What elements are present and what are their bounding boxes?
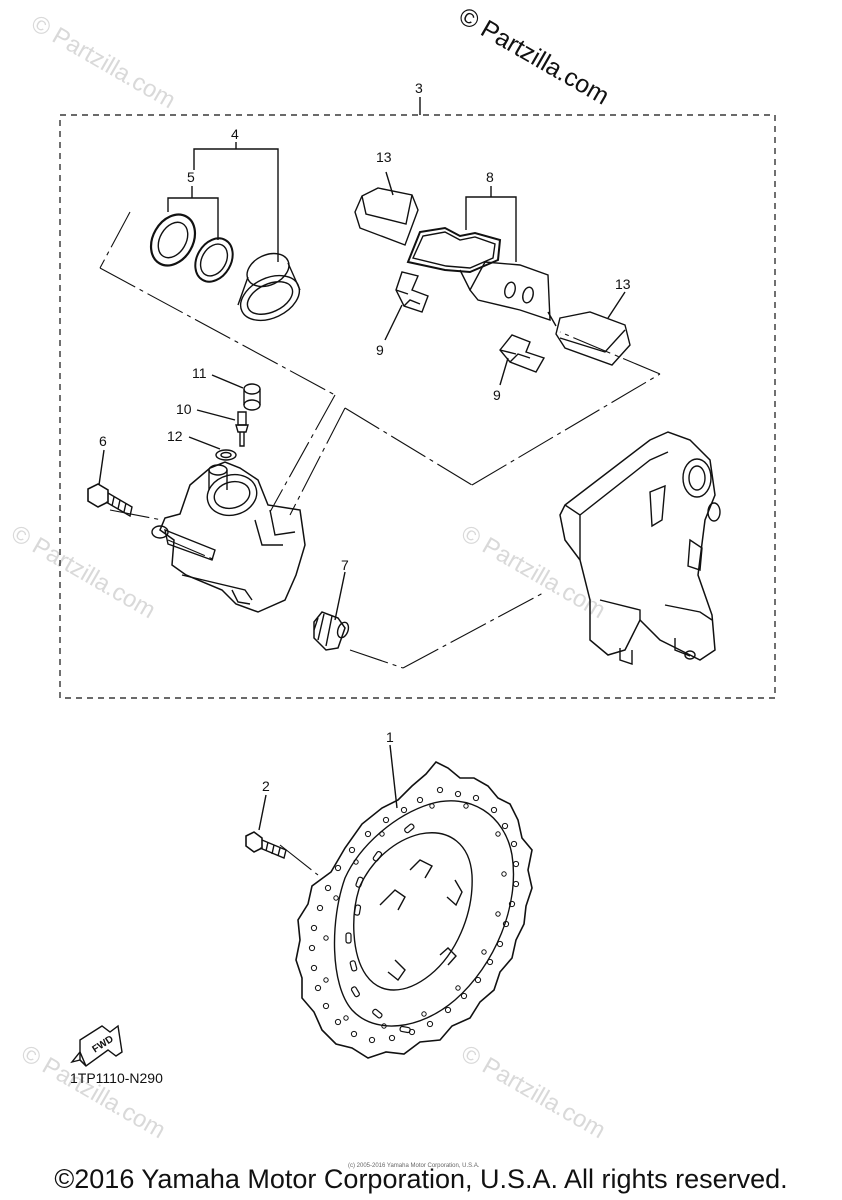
diagram-reference: 1TP1110-N290 <box>70 1070 163 1086</box>
callout-1: 1 <box>386 729 394 745</box>
callout-4: 4 <box>231 126 239 142</box>
callout-8: 8 <box>486 169 494 185</box>
callout-3: 3 <box>415 80 423 96</box>
callout-9-right: 9 <box>493 387 501 403</box>
callout-5: 5 <box>187 169 195 185</box>
callout-13-left: 13 <box>376 149 392 165</box>
callout-11: 11 <box>192 365 207 381</box>
assembly-box <box>59 114 776 699</box>
callout-9-left: 9 <box>376 342 384 358</box>
callout-6: 6 <box>99 433 107 449</box>
callout-10: 10 <box>176 401 192 417</box>
fine-print: (c) 2005-2016 Yamaha Motor Corporation, … <box>348 1163 480 1169</box>
callout-2: 2 <box>262 778 270 794</box>
copyright-notice: ©2016 Yamaha Motor Corporation, U.S.A. A… <box>54 1164 788 1194</box>
callout-13-right: 13 <box>615 276 631 292</box>
callout-12: 12 <box>167 428 183 444</box>
callout-7: 7 <box>341 557 349 573</box>
